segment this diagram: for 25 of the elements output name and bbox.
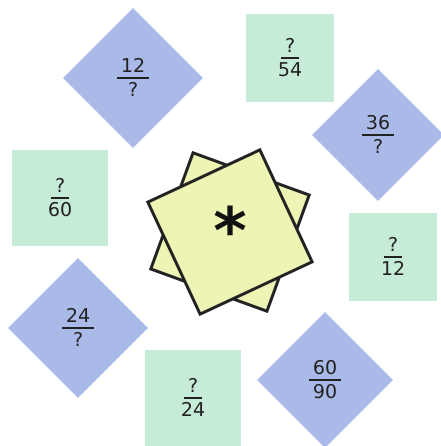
square-card [246, 14, 334, 102]
denominator: 54 [276, 59, 304, 81]
numerator: ? [50, 175, 70, 199]
denominator: ? [372, 136, 384, 158]
denominator: 12 [380, 258, 406, 280]
denominator: ? [72, 329, 84, 351]
square-card [12, 150, 108, 246]
numerator: ? [184, 375, 202, 399]
diamond-card [63, 8, 203, 148]
square-card [145, 350, 241, 446]
denominator: 90 [312, 381, 338, 403]
denominator: ? [126, 79, 140, 101]
square-card [349, 213, 437, 301]
denominator: 24 [180, 399, 206, 421]
numerator: ? [384, 234, 402, 258]
symbol-text: * [213, 204, 247, 260]
denominator: 60 [46, 199, 74, 221]
diamond-card [8, 258, 148, 398]
numerator: ? [280, 35, 300, 59]
numerator: 24 [62, 305, 94, 329]
numerator: 36 [362, 112, 394, 136]
numerator: 12 [116, 55, 150, 79]
diamond-card [312, 69, 441, 201]
diamond-card [257, 312, 393, 446]
numerator: 60 [308, 357, 342, 381]
